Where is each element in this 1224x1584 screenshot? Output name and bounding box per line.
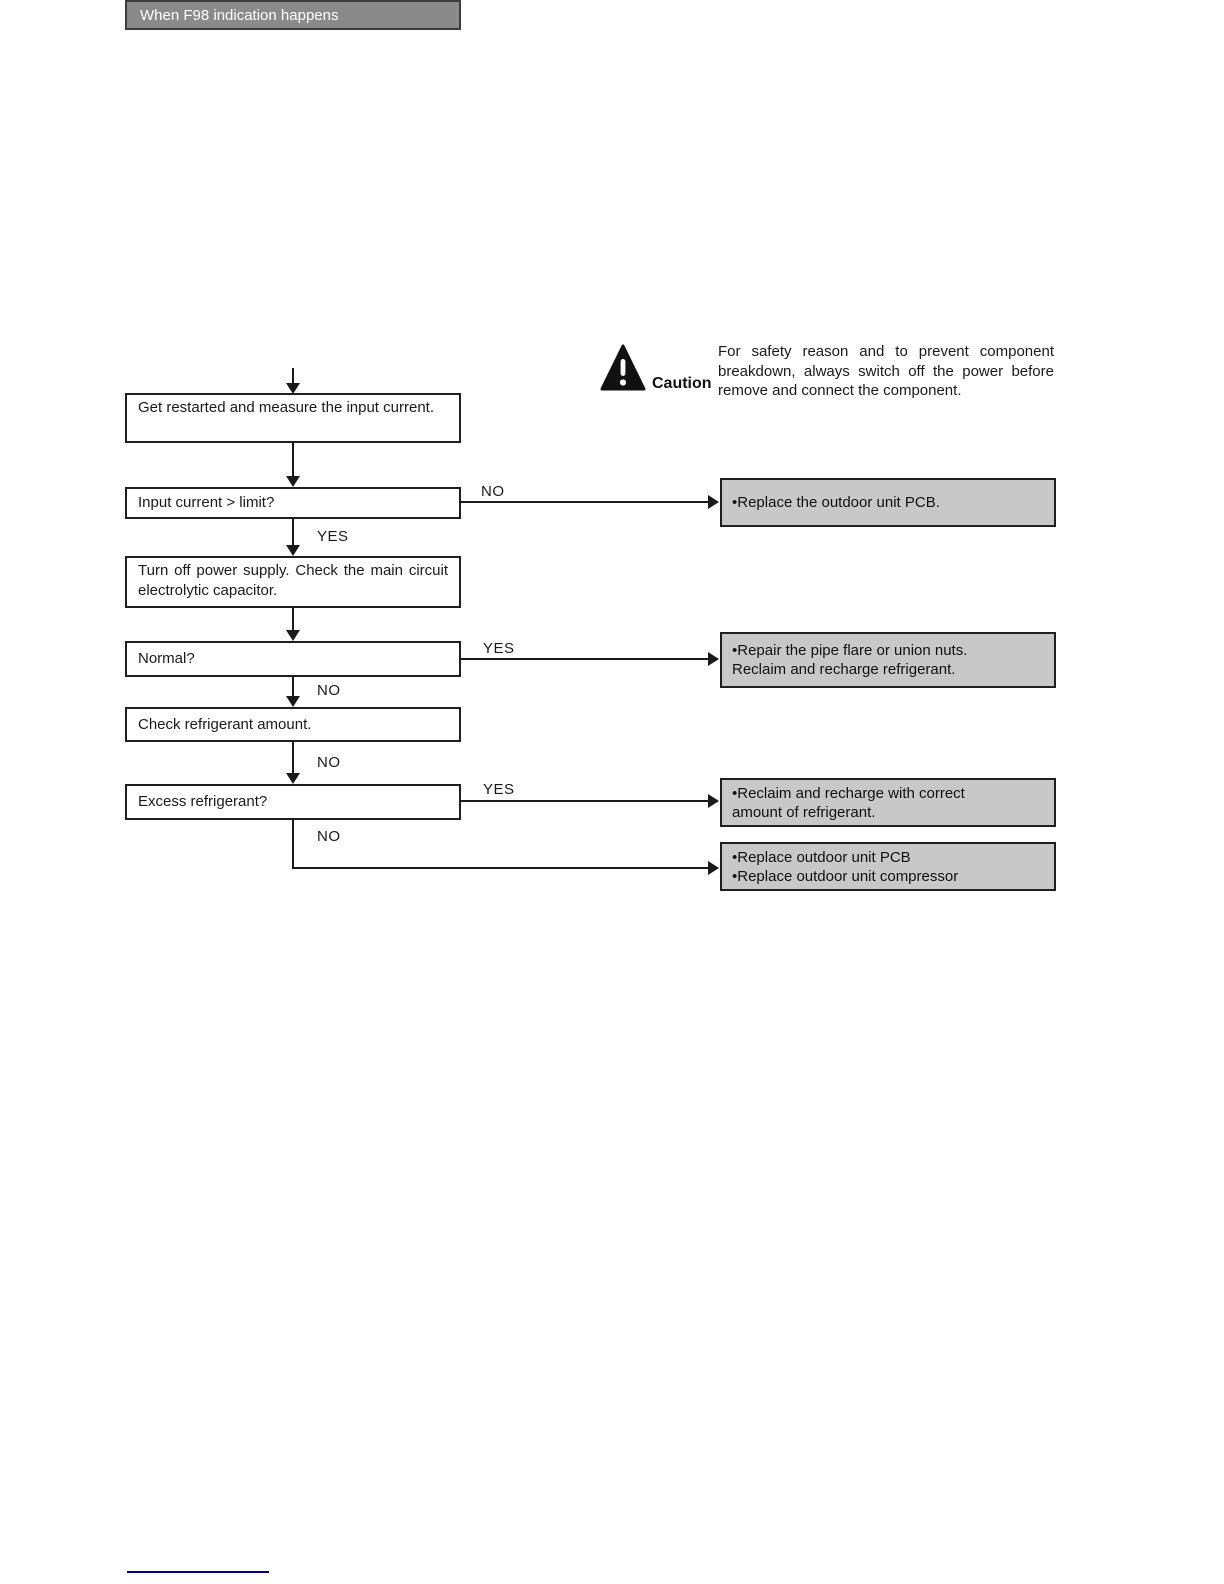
result-line: •Reclaim and recharge with correct: [732, 784, 965, 802]
flowchart-title: When F98 indication happens: [140, 6, 339, 24]
node-get-restarted: Get restarted and measure the input curr…: [125, 393, 461, 443]
warning-triangle-icon: [600, 344, 646, 397]
edge-label-no: NO: [481, 483, 505, 500]
edge-label-no: NO: [317, 754, 341, 771]
arrow-down-icon: [286, 696, 300, 707]
node-excess-refrigerant: Excess refrigerant?: [125, 784, 461, 820]
node-input-current-limit: Input current > limit?: [125, 487, 461, 519]
arrow-down-icon: [286, 630, 300, 641]
result-line: amount of refrigerant.: [732, 803, 876, 821]
node-normal: Normal?: [125, 641, 461, 677]
result-reclaim-recharge: •Reclaim and recharge with correct amoun…: [720, 778, 1056, 827]
arrow-right-icon: [708, 794, 719, 808]
footer-rule: [127, 1571, 269, 1573]
caution-label: Caution: [652, 375, 712, 392]
result-line: •Replace the outdoor unit PCB.: [732, 494, 940, 511]
flowchart-title-box: When F98 indication happens: [125, 0, 461, 30]
edge-label-no: NO: [317, 682, 341, 699]
edge-label-yes: YES: [483, 781, 515, 798]
edge-label-no: NO: [317, 828, 341, 845]
result-replace-pcb-compressor: •Replace outdoor unit PCB •Replace outdo…: [720, 842, 1056, 891]
arrow-right-icon: [708, 495, 719, 509]
result-line: •Repair the pipe flare or union nuts.: [732, 642, 968, 659]
arrow-right-icon: [708, 861, 719, 875]
result-line: Reclaim and recharge refrigerant.: [732, 661, 956, 678]
caution-text: For safety reason and to prevent compone…: [718, 343, 1054, 399]
edge-label-yes: YES: [317, 528, 349, 545]
result-line: •Replace outdoor unit PCB: [732, 848, 911, 866]
arrow-down-icon: [286, 545, 300, 556]
arrow-down-icon: [286, 383, 300, 394]
node-check-refrigerant: Check refrigerant amount.: [125, 707, 461, 742]
node-turn-off-power: Turn off power supply. Check the main ci…: [125, 556, 461, 608]
arrow-down-icon: [286, 773, 300, 784]
result-repair-pipe: •Repair the pipe flare or union nuts. Re…: [720, 632, 1056, 688]
edge-label-yes: YES: [483, 640, 515, 657]
result-replace-pcb: •Replace the outdoor unit PCB.: [720, 478, 1056, 527]
arrow-right-icon: [708, 652, 719, 666]
result-line: •Replace outdoor unit compressor: [732, 867, 959, 885]
arrow-down-icon: [286, 476, 300, 487]
